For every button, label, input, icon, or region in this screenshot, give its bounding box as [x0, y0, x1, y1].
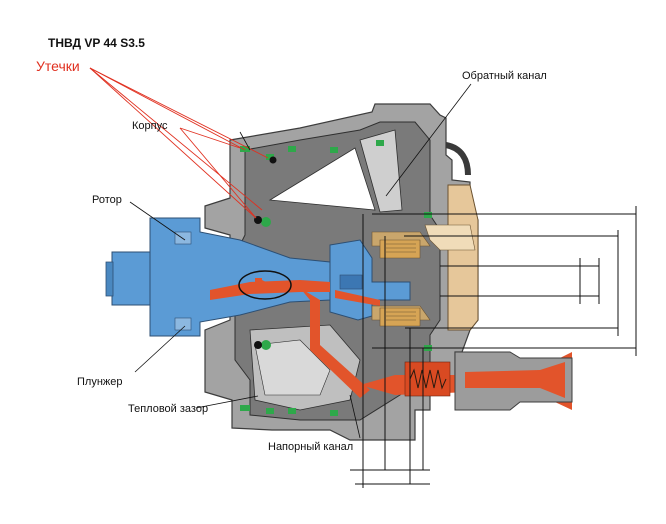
leak-pointer-lines — [89, 67, 269, 219]
leak-label: Утечки — [36, 58, 80, 74]
plunger-highlight-ellipse — [238, 270, 292, 300]
label-housing: Корпус — [132, 120, 168, 132]
outlet-fitting — [454, 351, 573, 411]
label-rotor: Ротор — [92, 194, 122, 206]
label-plunger: Плунжер — [77, 376, 123, 388]
label-return-channel: Обратный канал — [462, 70, 547, 82]
label-thermal-gap: Тепловой зазор — [128, 403, 209, 415]
o-rings — [254, 156, 277, 349]
label-leader-lines — [129, 83, 472, 439]
solenoid-valve — [371, 142, 479, 331]
dimension-lines — [350, 206, 637, 488]
label-pressure-channel: Напорный канал — [268, 441, 354, 453]
seals — [240, 140, 432, 416]
diagram-title: ТНВД VP 44 S3.5 — [48, 36, 145, 50]
